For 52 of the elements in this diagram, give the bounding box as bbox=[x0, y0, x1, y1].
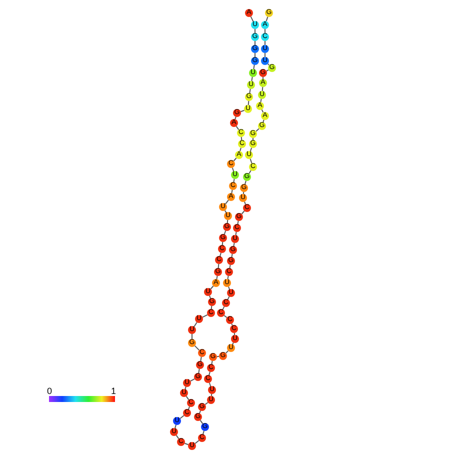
backbone-line bbox=[262, 86, 264, 92]
backbone-line bbox=[208, 382, 212, 387]
backbone-line bbox=[231, 189, 233, 194]
backbone-line bbox=[264, 28, 266, 34]
backbone-line bbox=[210, 305, 212, 310]
backbone-line bbox=[227, 275, 229, 280]
backbone-line bbox=[266, 16, 268, 22]
backbone-line bbox=[231, 323, 233, 326]
backbone-line bbox=[184, 442, 189, 446]
backbone-line bbox=[224, 230, 226, 235]
backbone-line bbox=[254, 40, 256, 46]
backbone-line bbox=[237, 220, 239, 225]
backbone-line bbox=[184, 386, 186, 390]
backbone-line bbox=[264, 40, 266, 46]
backbone-line bbox=[216, 356, 220, 358]
backbone-line bbox=[234, 116, 236, 120]
backbone-line bbox=[233, 178, 235, 183]
backbone-line bbox=[262, 76, 264, 80]
backbone-line bbox=[216, 275, 218, 280]
backbone-line bbox=[250, 158, 252, 164]
backbone-line bbox=[253, 64, 255, 70]
backbone-line bbox=[222, 241, 224, 246]
backbone-line bbox=[260, 98, 262, 103]
scale-label: 0 bbox=[47, 386, 52, 396]
backbone-line bbox=[234, 332, 236, 336]
backbone-line bbox=[232, 342, 234, 345]
backbone-line bbox=[267, 63, 270, 66]
backbone-line bbox=[250, 147, 252, 152]
backbone-line bbox=[211, 360, 213, 365]
backbone-line bbox=[198, 368, 200, 374]
backbone-line bbox=[242, 191, 244, 195]
backbone-line bbox=[229, 264, 231, 269]
backbone-line bbox=[232, 167, 234, 172]
backbone-line bbox=[240, 110, 245, 112]
backbone-line bbox=[218, 264, 220, 268]
backbone-line bbox=[235, 231, 237, 236]
backbone-line bbox=[194, 322, 198, 328]
backbone-line bbox=[254, 28, 256, 34]
backbone-line bbox=[233, 242, 235, 247]
backbone-line bbox=[252, 138, 254, 140]
backbone-line bbox=[251, 76, 253, 82]
backbone-line bbox=[264, 52, 266, 58]
backbone-line bbox=[254, 52, 256, 58]
backbone-line bbox=[210, 393, 212, 397]
backbone-line bbox=[262, 119, 264, 123]
backbone-line bbox=[226, 219, 228, 224]
backbone-line bbox=[249, 88, 251, 94]
backbone-line bbox=[200, 356, 202, 362]
scale-label: 1 bbox=[111, 386, 116, 396]
backbone-line bbox=[240, 136, 242, 141]
backbone-line bbox=[248, 100, 250, 106]
backbone-line bbox=[231, 253, 233, 258]
